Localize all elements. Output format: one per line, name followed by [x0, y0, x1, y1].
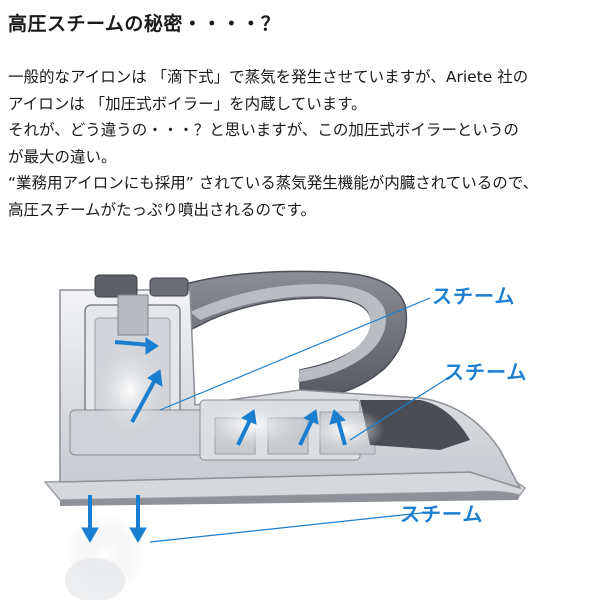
paragraph-line: が最大の違い。: [8, 147, 117, 166]
steam-flow-arrows: [81, 337, 347, 544]
steam-label-top: スチーム: [432, 284, 516, 308]
paragraph-line: 高圧スチームがたっぷり噴出されるのです。: [8, 200, 316, 219]
iron-illustration: [43, 270, 527, 602]
description-text: 一般的なアイロンは 「滴下式」で蒸気を発生させていますが、Ariete 社の ア…: [8, 64, 598, 223]
paragraph-line: それが、どう違うの・・・？と思いますが、この加圧式ボイラーというの: [8, 121, 519, 139]
iron-cutaway-diagram: スチーム スチーム スチーム: [0, 250, 600, 602]
paragraph-line: アイロンは 「加圧式ボイラー」を内蔵しています。: [8, 94, 367, 113]
paragraph-line: “業務用アイロンにも採用” されている蒸気発生機能が内臓されているので、: [8, 174, 539, 192]
steam-label-bottom: スチーム: [400, 502, 484, 526]
leader-lines: [149, 297, 449, 543]
paragraph-line: 一般的なアイロンは 「滴下式」で蒸気を発生させていますが、Ariete 社の: [8, 68, 529, 86]
steam-knob: [94, 274, 138, 298]
steam-label-middle: スチーム: [444, 360, 528, 384]
page-title: 高圧スチームの秘密・・・・？: [8, 13, 281, 35]
